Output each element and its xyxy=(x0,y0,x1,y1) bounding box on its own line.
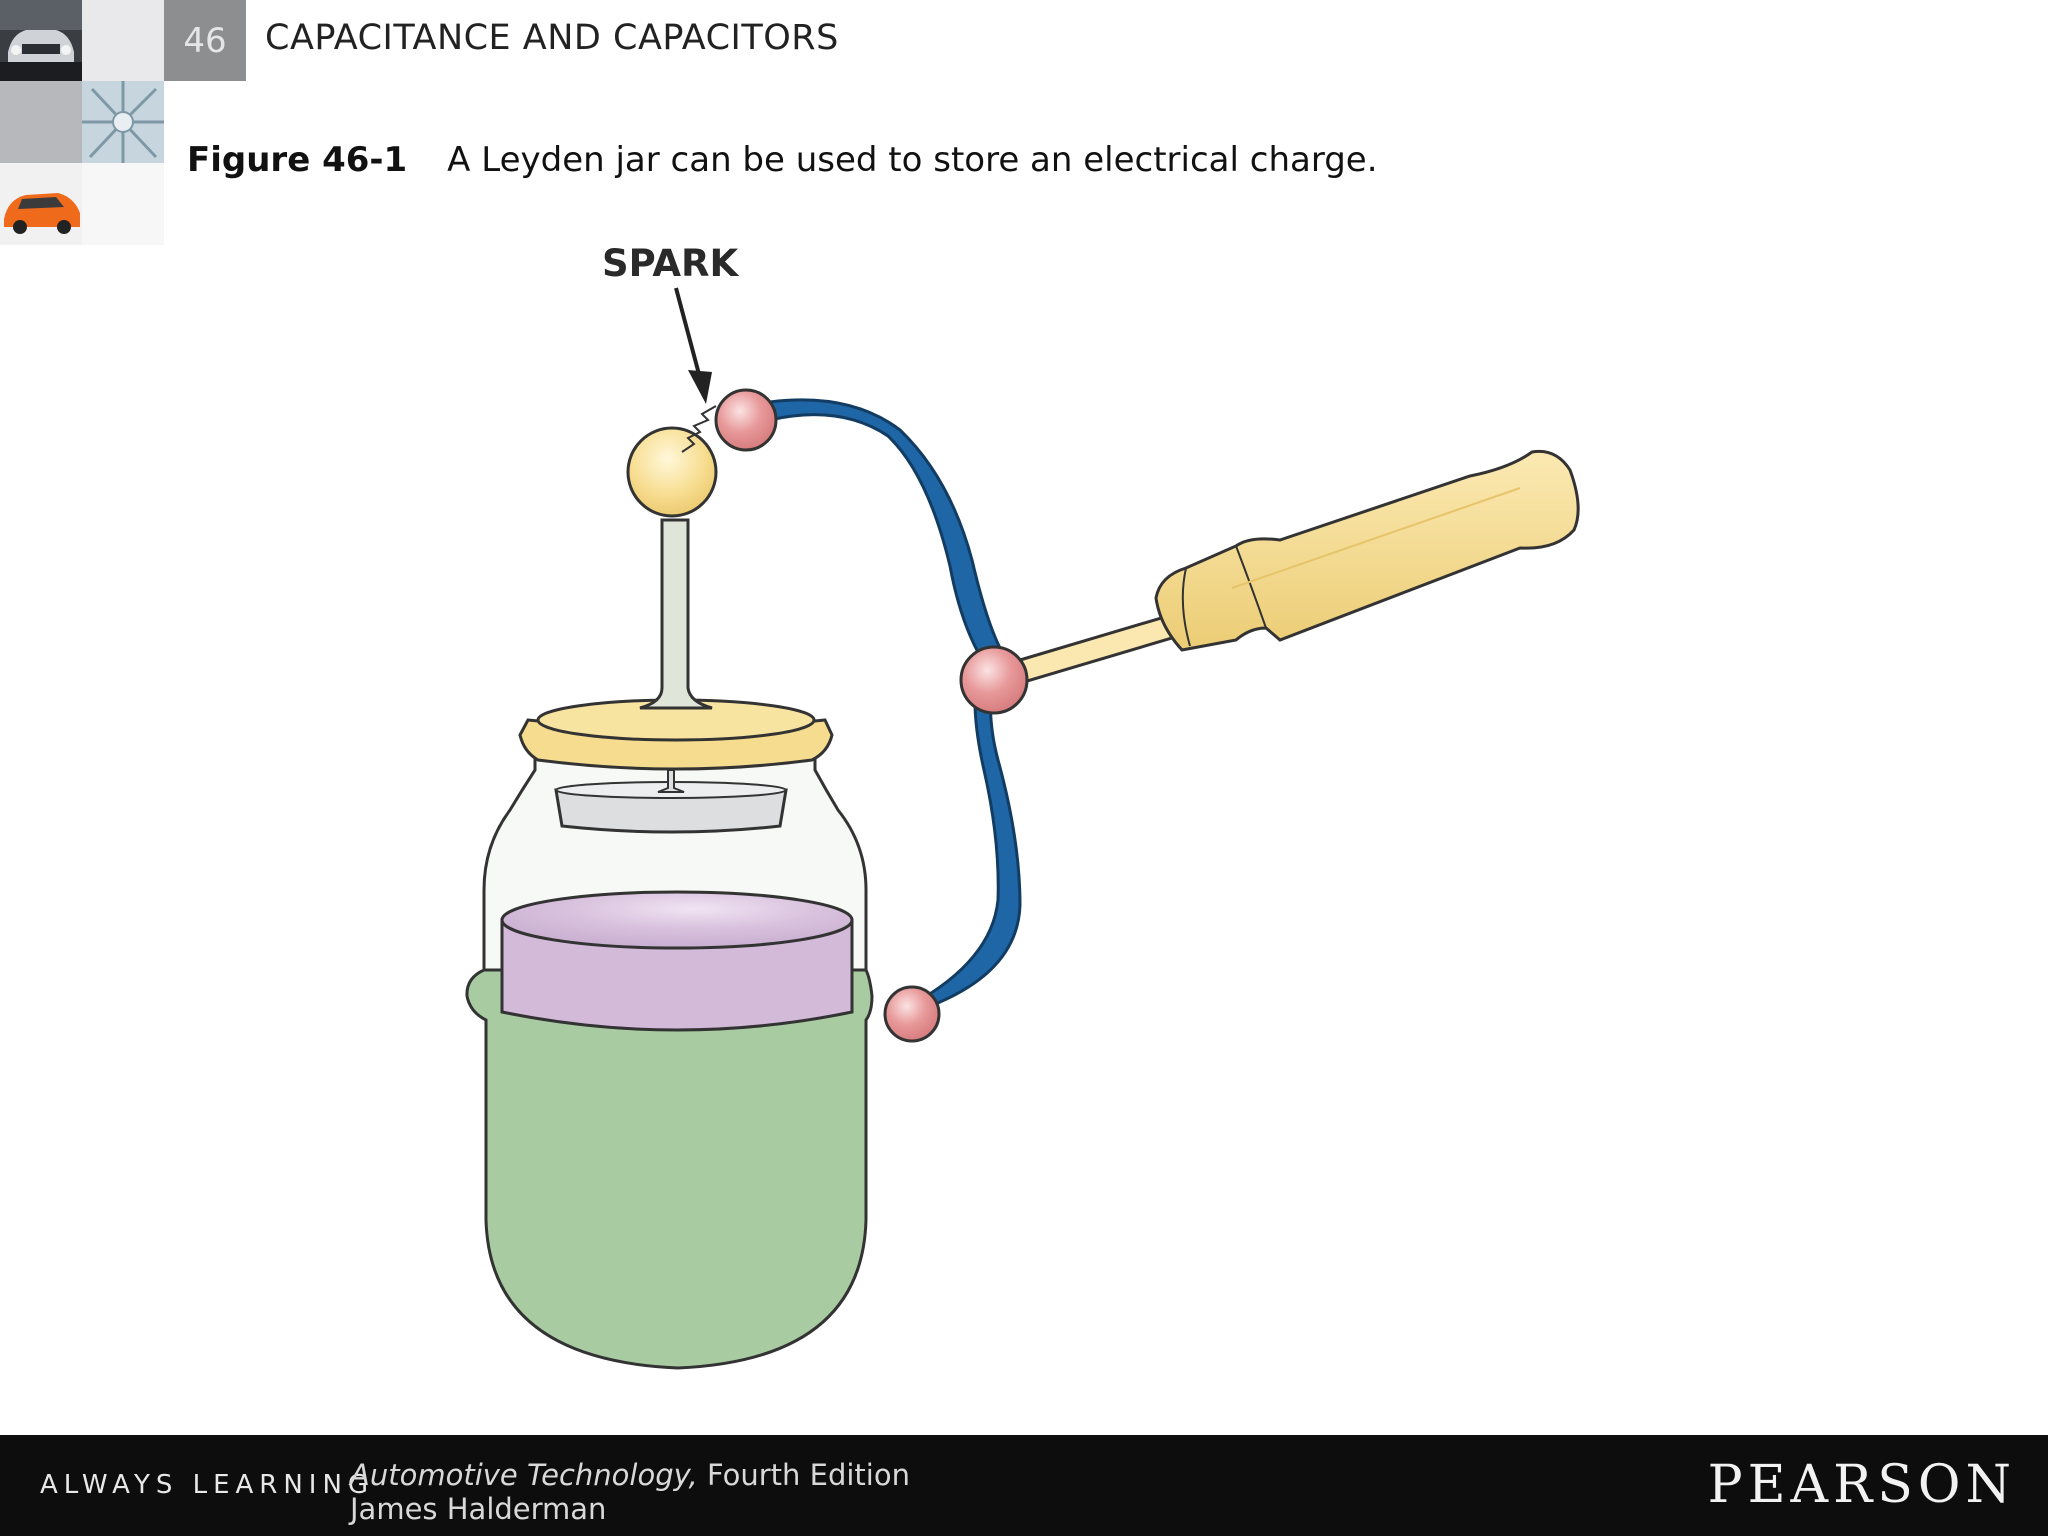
upper-discharger-ball xyxy=(714,388,778,452)
chapter-number: 46 xyxy=(164,0,246,81)
leyden-jar-diagram xyxy=(465,287,1580,1370)
decorative-tile xyxy=(0,81,82,163)
middle-connection-ball xyxy=(959,645,1029,715)
inner-plate xyxy=(554,788,788,834)
publisher-logo: PEARSON xyxy=(1707,1455,2016,1515)
spark-zigzag xyxy=(681,405,717,453)
book-edition: Fourth Edition xyxy=(706,1458,910,1492)
outer-foil xyxy=(465,968,874,1370)
footer-bar xyxy=(0,1435,2048,1536)
center-rod xyxy=(639,518,713,710)
car-thumbnail xyxy=(0,0,82,81)
inner-liquid xyxy=(500,918,854,1032)
spark-label: SPARK xyxy=(602,242,739,285)
lower-discharger-ball xyxy=(883,985,941,1043)
figure-caption: Figure 46-1 A Leyden jar can be used to s… xyxy=(187,140,1378,180)
sports-car-thumbnail xyxy=(0,163,82,245)
turbine-thumbnail xyxy=(82,81,164,163)
spark-arrow xyxy=(688,370,712,404)
top-knob xyxy=(626,426,718,518)
insulated-handle xyxy=(1154,449,1580,652)
figure-label: Figure 46-1 xyxy=(187,140,408,180)
footer-tagline: ALWAYS LEARNING xyxy=(40,1470,375,1500)
chapter-title: CAPACITANCE AND CAPACITORS xyxy=(265,18,839,58)
figure-caption-text: A Leyden jar can be used to store an ele… xyxy=(447,140,1378,180)
decorative-tile xyxy=(82,0,164,81)
decorative-tile xyxy=(82,163,164,245)
book-title: Automotive Technology, Fourth Edition xyxy=(350,1456,910,1494)
book-author: James Halderman xyxy=(350,1492,607,1526)
book-title-text: Automotive Technology, xyxy=(350,1458,698,1492)
